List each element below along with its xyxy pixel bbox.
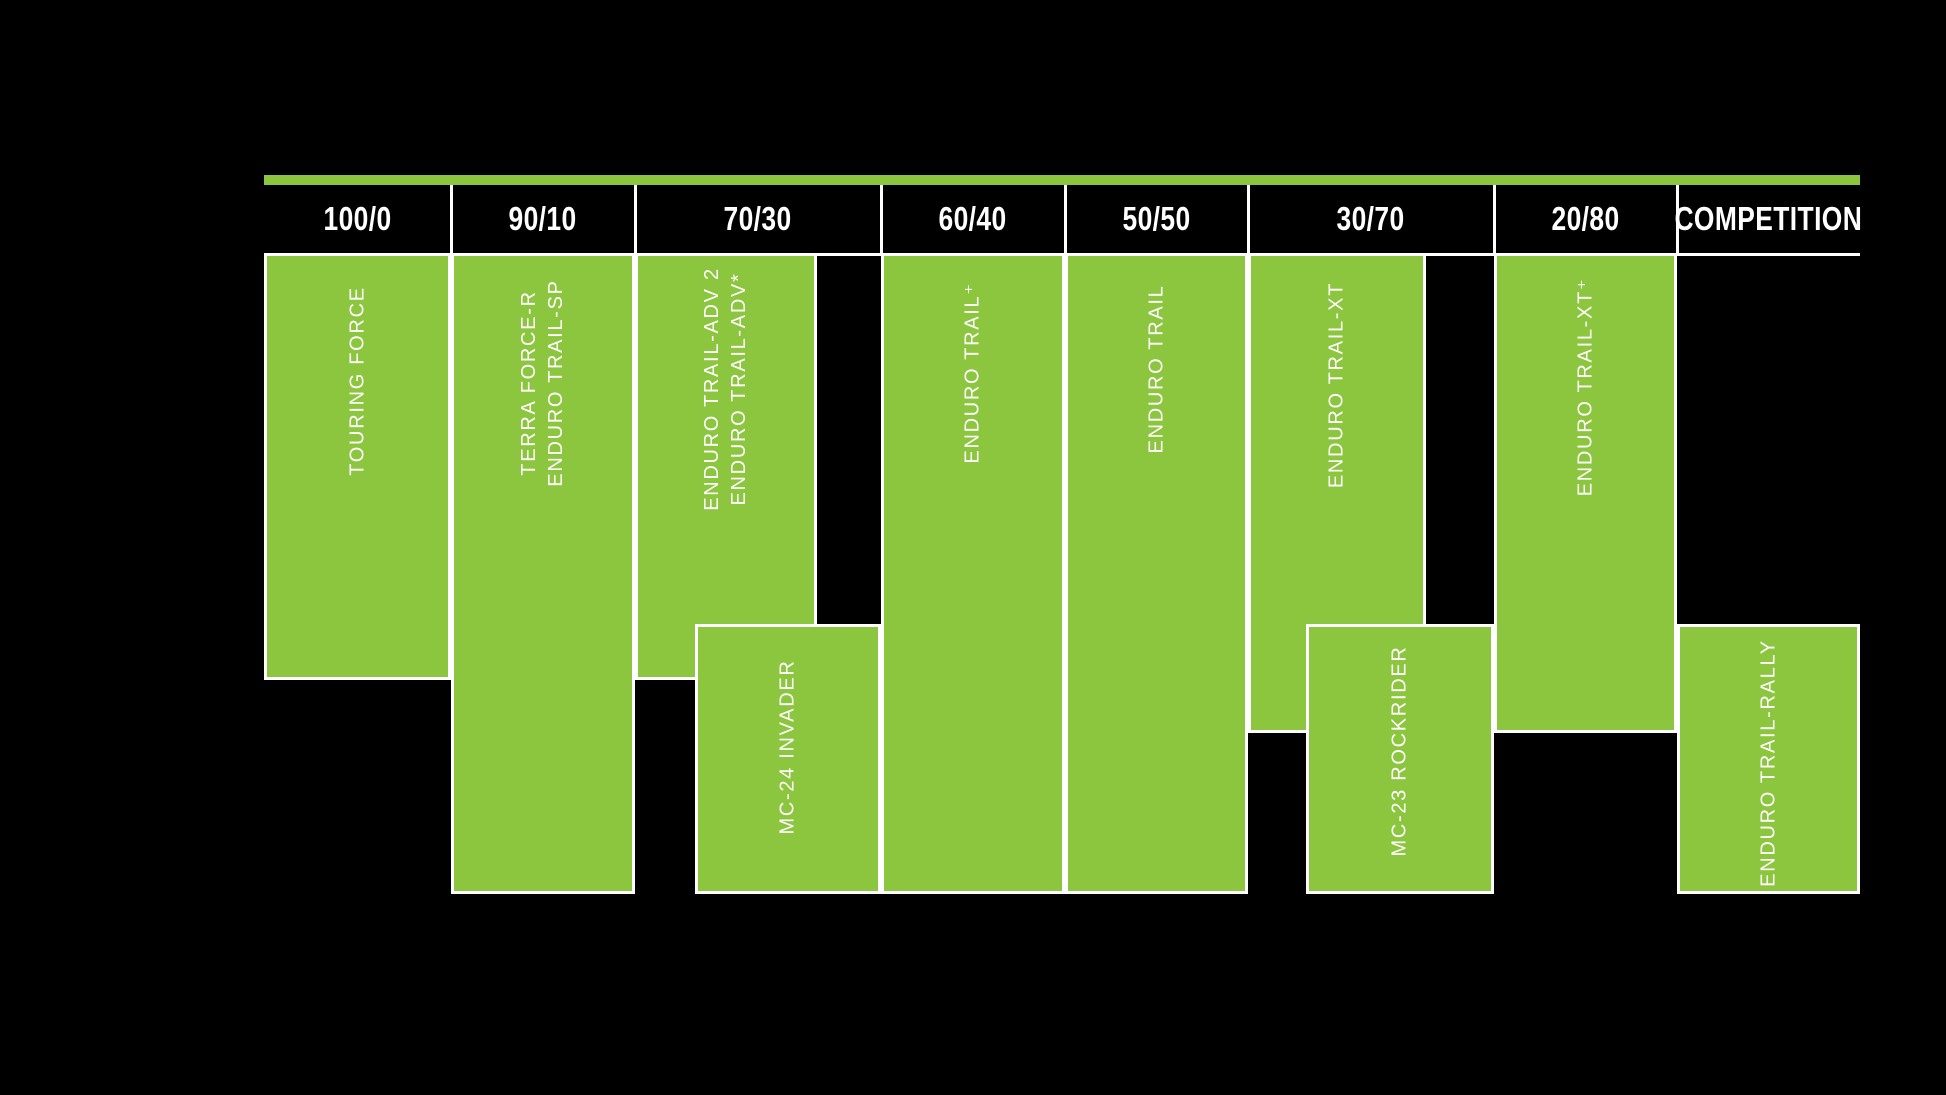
product-bar-touring-force: TOURING FORCE [264, 253, 451, 680]
header-separator [634, 185, 637, 256]
product-bar-label: ENDURO TRAIL-XT [1325, 281, 1348, 489]
product-bar-label: MC-24 INVADER [776, 659, 799, 835]
product-bar-mc-24-invader: MC-24 INVADER [695, 624, 881, 894]
header-cell-label: 20/80 [1551, 200, 1620, 237]
header-separator [1247, 185, 1250, 256]
header-cell-competition: COMPETITION [1674, 185, 1863, 253]
header-cell-90-10: 90/10 [451, 185, 635, 253]
product-bar-label: TOURING FORCE [346, 286, 368, 476]
header-cell-60-40: 60/40 [881, 185, 1065, 253]
header-cell-label: 90/10 [508, 200, 578, 237]
header-cell-label: 30/70 [1336, 200, 1406, 237]
header-cell-30-70: 30/70 [1248, 185, 1494, 253]
product-bar-label: MC-23 ROCKRIDER [1388, 645, 1411, 857]
product-bar-enduro-trail: ENDURO TRAIL [1065, 253, 1248, 894]
header-cell-label: 70/30 [723, 200, 793, 237]
product-bar-enduro-trail-plus: ENDURO TRAIL⁺ [881, 253, 1065, 894]
header-separator [1493, 185, 1496, 256]
header-separator [880, 185, 883, 256]
top-accent-bar [264, 175, 1860, 185]
product-bar-label: ENDURO TRAIL-RALLY [1757, 639, 1779, 887]
product-bar-label: ENDURO TRAIL-ADV 2 ENDURO TRAIL-ADV* [701, 267, 750, 511]
product-bar-mc-23-rockrider: MC-23 ROCKRIDER [1306, 624, 1494, 894]
header-cell-20-80: 20/80 [1494, 185, 1677, 253]
header-cell-label: COMPETITION [1674, 200, 1863, 237]
product-bar-label: ENDURO TRAIL⁺ [961, 282, 984, 464]
header-separator [450, 185, 453, 256]
product-bar-enduro-trail-xt-plus: ENDURO TRAIL-XT⁺ [1494, 253, 1677, 733]
product-bar-terra-force-r: TERRA FORCE-R ENDURO TRAIL-SP [451, 253, 635, 894]
product-bar-label: ENDURO TRAIL-XT⁺ [1574, 277, 1596, 497]
product-bar-label: TERRA FORCE-R ENDURO TRAIL-SP [518, 279, 567, 487]
header-cell-100-0: 100/0 [264, 185, 451, 253]
header-separator [1064, 185, 1067, 256]
header-cell-50-50: 50/50 [1065, 185, 1248, 253]
product-bar-enduro-trail-rally: ENDURO TRAIL-RALLY [1677, 624, 1860, 894]
header-cell-label: 50/50 [1122, 200, 1191, 237]
header-cell-label: 100/0 [323, 200, 392, 237]
header-cell-label: 60/40 [938, 200, 1008, 237]
product-bar-enduro-trail-adv: ENDURO TRAIL-ADV 2 ENDURO TRAIL-ADV* [635, 253, 817, 680]
header-cell-70-30: 70/30 [635, 185, 881, 253]
product-bar-label: ENDURO TRAIL [1145, 284, 1167, 454]
header-separator [1676, 185, 1679, 256]
